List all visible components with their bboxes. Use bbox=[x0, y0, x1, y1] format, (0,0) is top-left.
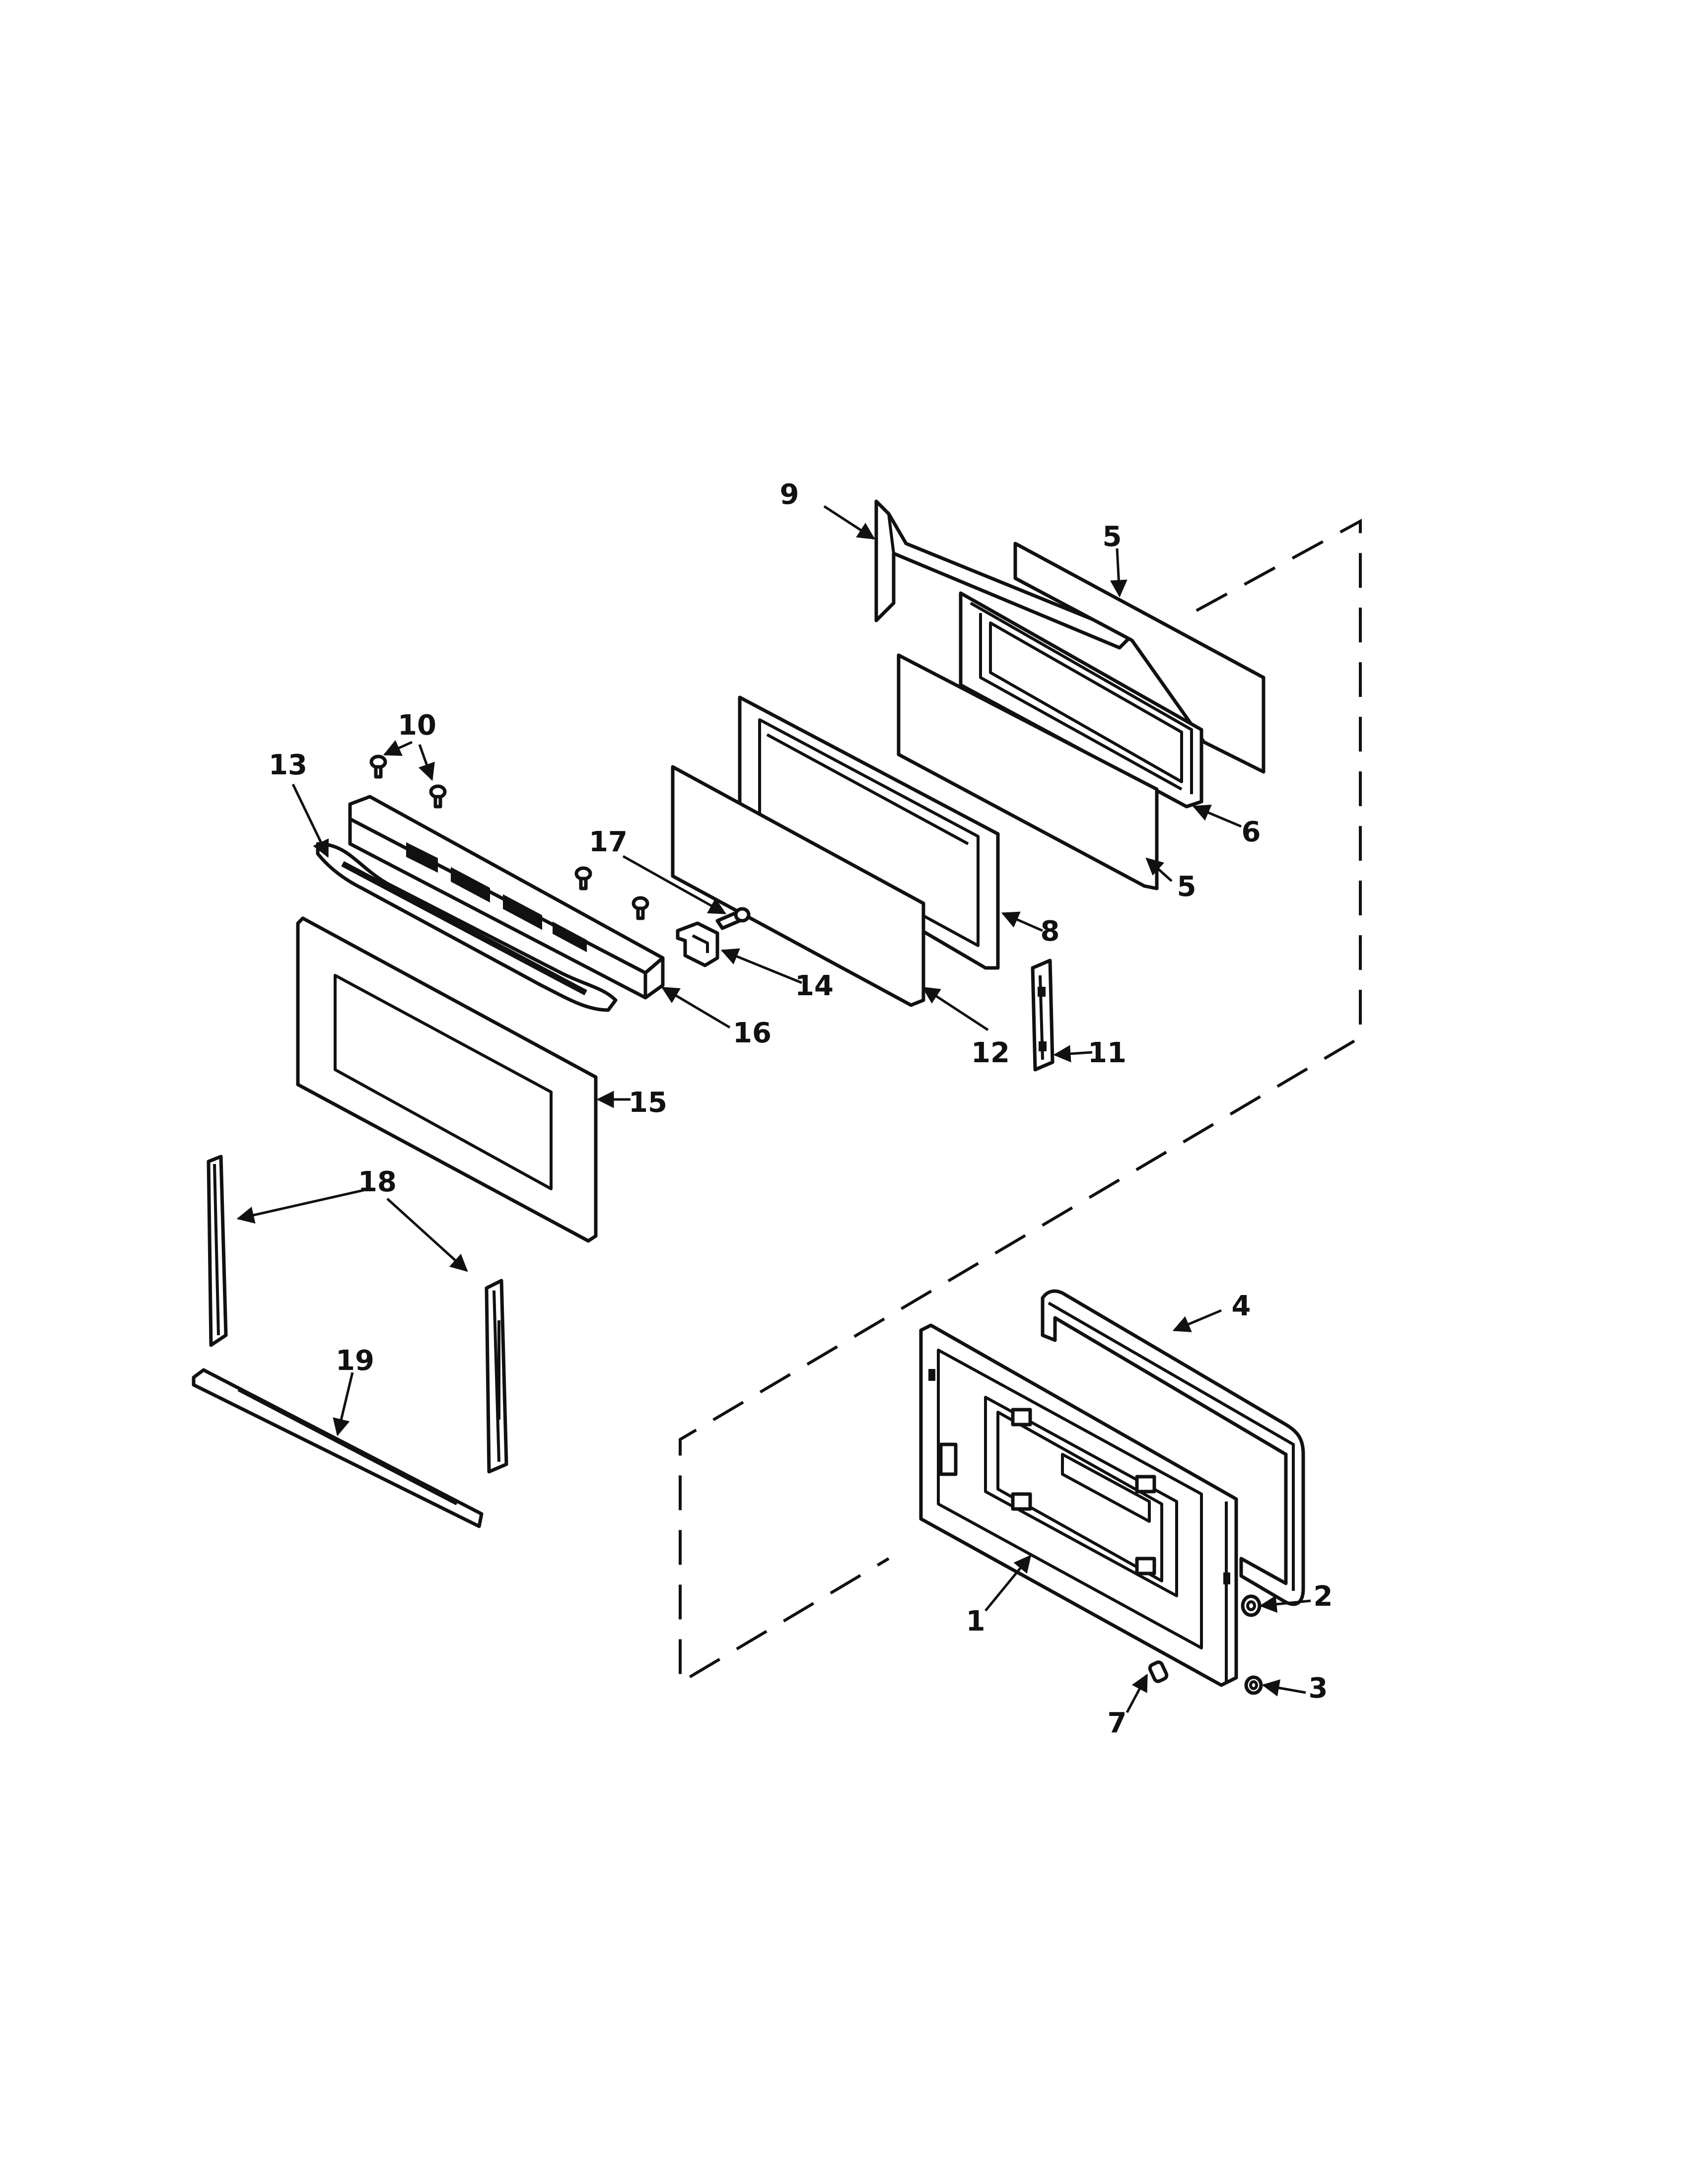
callout-3: 3 bbox=[1309, 1672, 1328, 1705]
leader-lines bbox=[236, 505, 1311, 1713]
callout-14: 14 bbox=[795, 970, 834, 1002]
callout-12: 12 bbox=[971, 1037, 1010, 1069]
part-5-lower-glass bbox=[897, 653, 1159, 890]
part-3-nut bbox=[1244, 1675, 1263, 1695]
part-15-outer-door-panel bbox=[296, 916, 598, 1243]
assembly-boundary-dashed-line bbox=[679, 518, 1362, 1686]
part-9-top-trim bbox=[874, 499, 1134, 650]
part-18-side-trim-right bbox=[485, 1279, 508, 1474]
callout-13: 13 bbox=[269, 749, 307, 781]
part-12-inner-glass bbox=[671, 765, 925, 1007]
callout-7: 7 bbox=[1108, 1707, 1127, 1739]
callout-9: 9 bbox=[780, 478, 799, 511]
part-11-side-bracket bbox=[1031, 958, 1055, 1072]
part-5-upper-glass bbox=[1013, 542, 1266, 774]
callout-17: 17 bbox=[589, 826, 628, 858]
part-6-glass-pack bbox=[959, 591, 1203, 809]
callout-16: 16 bbox=[733, 1017, 772, 1049]
callout-18: 18 bbox=[358, 1166, 397, 1198]
part-14-clip bbox=[676, 921, 719, 967]
part-19-bottom-rail bbox=[192, 1368, 484, 1528]
part-2-nut bbox=[1241, 1594, 1262, 1617]
callout-19: 19 bbox=[336, 1345, 374, 1377]
callout-5-upper: 5 bbox=[1103, 521, 1122, 553]
callout-8: 8 bbox=[1041, 915, 1060, 948]
part-1-inner-door bbox=[919, 1323, 1238, 1687]
part-4-door-gasket bbox=[1041, 1289, 1305, 1606]
part-7-spacer bbox=[1148, 1660, 1169, 1683]
part-10-screws bbox=[369, 754, 649, 920]
callout-4: 4 bbox=[1232, 1290, 1251, 1322]
callout-11: 11 bbox=[1088, 1037, 1126, 1069]
callout-10: 10 bbox=[398, 709, 436, 742]
callout-2: 2 bbox=[1314, 1580, 1333, 1613]
callout-5-lower: 5 bbox=[1177, 871, 1196, 903]
callout-6: 6 bbox=[1242, 816, 1261, 848]
callout-1: 1 bbox=[966, 1605, 985, 1638]
callout-15: 15 bbox=[629, 1087, 667, 1119]
part-16-vent-channel bbox=[348, 795, 665, 1000]
part-17-screw bbox=[715, 907, 751, 930]
part-13-door-handle bbox=[316, 842, 618, 1012]
part-18-side-trim-left bbox=[207, 1155, 228, 1347]
callout-labels: 9 5 6 5 8 11 12 10 13 17 14 16 15 18 19 … bbox=[269, 478, 1333, 1739]
